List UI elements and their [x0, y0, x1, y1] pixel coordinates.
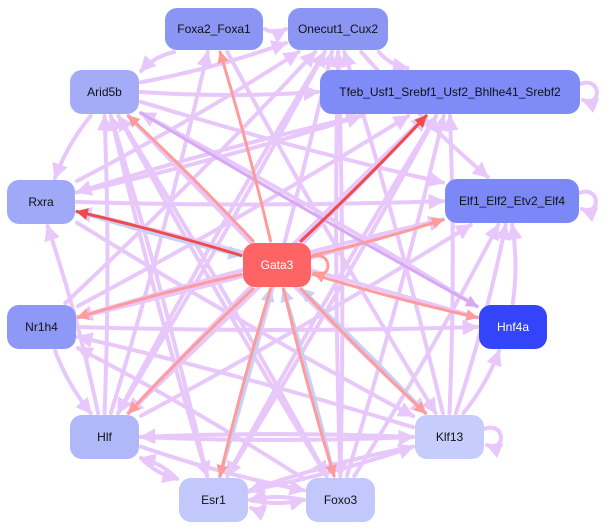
node-box — [243, 243, 311, 287]
node-box — [288, 8, 388, 50]
node-label: Hnf4a — [497, 320, 529, 334]
edge-esr1-to-tfeb — [225, 114, 439, 478]
edge-gata3-to-rxra — [75, 208, 243, 257]
node-box — [70, 415, 139, 459]
edge-arid5b-to-foxo3 — [116, 114, 329, 478]
edge-foxo3-to-arid5b — [116, 114, 329, 478]
edge-klf13-to-hlf — [139, 428, 415, 445]
node-label: Arid5b — [87, 85, 122, 99]
node-box — [7, 180, 75, 224]
node-box — [415, 415, 484, 459]
node-esr1[interactable]: Esr1 — [179, 478, 248, 522]
node-label: Foxa2_Foxa1 — [177, 22, 251, 36]
edge-foxo3-to-esr1 — [248, 489, 306, 505]
edge-gata3-to-gata3 — [309, 254, 330, 283]
node-box — [179, 478, 248, 522]
node-label: Hlf — [97, 430, 112, 444]
node-label: Klf13 — [436, 430, 464, 444]
node-box — [7, 305, 76, 349]
node-arid5b[interactable]: Arid5b — [70, 70, 139, 114]
node-hnf4a[interactable]: Hnf4a — [479, 305, 547, 349]
node-box — [320, 70, 580, 114]
edge-gata3-to-hlf — [127, 287, 255, 415]
node-foxo3[interactable]: Foxo3 — [306, 478, 375, 522]
edge-arid5b-to-onecut1_cux2 — [139, 40, 288, 85]
node-hlf[interactable]: Hlf — [70, 415, 139, 459]
edge-tfeb-to-tfeb — [578, 80, 600, 113]
node-box — [445, 179, 579, 223]
node-rxra[interactable]: Rxra — [7, 180, 75, 224]
node-klf13[interactable]: Klf13 — [415, 415, 484, 459]
node-tfeb-usf1-srebf1[interactable]: Tfeb_Usf1_Srebf1_Usf2_Bhlhe41_Srebf2 — [320, 70, 580, 114]
edge-gata3-to-foxa2_foxa1 — [217, 50, 273, 243]
node-box — [70, 70, 139, 114]
nodes-layer: Foxa2_Foxa1 Onecut1_Cux2 Arid5b Tfeb_Usf… — [7, 8, 580, 522]
edge-arid5b-to-rxra — [52, 114, 93, 180]
node-elf1-elf2-etv2-elf4[interactable]: Elf1_Elf2_Etv2_Elf4 — [445, 179, 579, 223]
edge-hlf-to-arid5b — [97, 114, 114, 415]
edge-elf-to-elf — [577, 189, 599, 222]
node-box — [479, 305, 547, 349]
node-gata3[interactable]: Gata3 — [243, 243, 311, 287]
node-label: Gata3 — [261, 258, 294, 272]
edge-gata3-to-nr1h4 — [76, 273, 243, 321]
edge-tfeb-to-esr1 — [225, 114, 439, 478]
edge-foxo3-to-nr1h4 — [76, 346, 306, 481]
edge-gata3-to-arid5b — [126, 114, 255, 243]
edge-foxa2_foxa1-to-arid5b — [139, 50, 176, 73]
edge-hlf-to-onecut1_cux2 — [116, 50, 327, 415]
node-foxa2-foxa1[interactable]: Foxa2_Foxa1 — [165, 8, 263, 50]
edge-esr1-to-hlf — [139, 453, 179, 481]
edge-hnf4a-to-elf — [506, 223, 523, 305]
edge-gata3-to-esr1 — [216, 287, 272, 478]
edge-klf13-to-hnf4a — [461, 349, 502, 415]
edge-foxa2_foxa1-to-onecut1_cux2 — [263, 27, 288, 44]
node-box — [165, 8, 263, 50]
node-label: Foxo3 — [324, 493, 358, 507]
edge-onecut1_cux2-to-hlf — [116, 50, 327, 415]
edge-nr1h4-to-hlf — [53, 349, 93, 415]
node-label: Esr1 — [201, 493, 226, 507]
node-label: Onecut1_Cux2 — [298, 22, 378, 36]
edge-hnf4a-to-arid5b — [139, 111, 479, 309]
edge-tfeb-to-rxra — [75, 114, 363, 196]
edge-onecut1_cux2-to-tfeb — [376, 50, 410, 74]
edge-gata3-to-tfeb — [299, 114, 428, 243]
edge-gata3-to-hnf4a — [311, 273, 479, 321]
edge-gata3-to-klf13 — [299, 287, 427, 415]
node-label: Rxra — [28, 195, 54, 209]
edge-klf13-to-klf13 — [482, 425, 504, 458]
node-label: Nr1h4 — [25, 320, 58, 334]
edge-gata3-to-elf — [311, 217, 445, 257]
node-box — [306, 478, 375, 522]
edge-arid5b-to-hnf4a — [139, 111, 479, 308]
node-label: Elf1_Elf2_Etv2_Elf4 — [459, 194, 565, 208]
edge-klf13-to-tfeb — [442, 114, 459, 415]
edge-gata3-to-foxo3 — [282, 287, 337, 478]
node-nr1h4[interactable]: Nr1h4 — [7, 305, 76, 349]
node-onecut1-cux2[interactable]: Onecut1_Cux2 — [288, 8, 388, 50]
node-label: Tfeb_Usf1_Srebf1_Usf2_Bhlhe41_Srebf2 — [339, 85, 561, 99]
edge-foxa2_foxa1-to-klf13 — [225, 50, 438, 415]
edge-esr1-to-esr1 — [246, 488, 268, 521]
edge-foxo3-to-tfeb — [344, 114, 449, 478]
edge-nr1h4-to-tfeb — [76, 114, 411, 308]
